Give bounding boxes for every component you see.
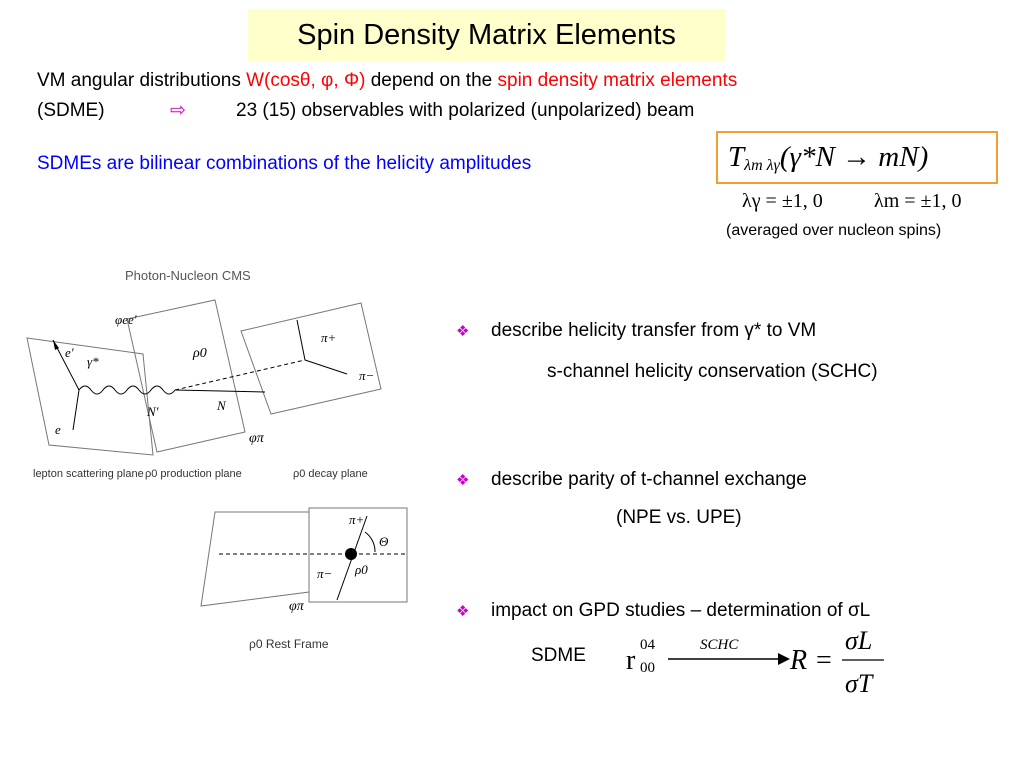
- rho-vertex: [345, 548, 357, 560]
- r-ratio-symbol: R: [789, 645, 807, 676]
- lambda-gamma-values: λγ = ±1, 0: [742, 190, 823, 212]
- schc-label: SCHC: [700, 637, 739, 653]
- r-superscript: 04: [640, 637, 656, 653]
- r04-formula: r 04 00 SCHC R = σL σT: [626, 626, 884, 698]
- bullet-2-sub: (NPE vs. UPE): [616, 507, 742, 528]
- bullet-icon: ❖: [456, 472, 470, 489]
- equals-sign: =: [816, 645, 832, 676]
- rest-frame-label: ρ0 Rest Frame: [249, 637, 329, 651]
- rest-rho-label: ρ0: [354, 562, 368, 577]
- rest-phi-pi-label: φπ: [289, 599, 305, 614]
- right-arrow-icon: ⇨: [170, 100, 186, 121]
- n-label: N: [216, 398, 227, 413]
- kinematics-figure: Photon-Nucleon CMS φee' e' γ* ρ0 π+ π− N…: [26, 268, 408, 651]
- bullet-3-text: impact on GPD studies – determination of…: [491, 600, 871, 621]
- n-prime-label: N': [146, 404, 159, 419]
- intro-line-1: VM angular distributions W(cosθ, φ, Φ) d…: [37, 70, 738, 91]
- pi-plus-label: π+: [321, 330, 336, 345]
- sigma-l: σL: [845, 626, 872, 655]
- nucleon-spin-note: (averaged over nucleon spins): [726, 222, 942, 239]
- sigma-t: σT: [845, 669, 874, 698]
- phi-ee-label: φee': [115, 312, 137, 327]
- bullet-icon: ❖: [456, 323, 470, 340]
- virtual-photon-line: [78, 385, 176, 395]
- rho-direction-line: [174, 359, 306, 391]
- bullet-icon: ❖: [456, 603, 470, 620]
- lepton-plane-label: lepton scattering plane: [33, 468, 144, 480]
- arrow-head-icon: [53, 340, 59, 350]
- pi-minus-track: [304, 359, 348, 375]
- rho-label: ρ0: [192, 346, 207, 361]
- page-title: Spin Density Matrix Elements: [248, 9, 725, 61]
- rest-pi-minus-label: π−: [317, 566, 332, 581]
- pi-minus-label: π−: [359, 368, 374, 383]
- bullet-2-text: describe parity of t-channel exchange: [491, 469, 807, 490]
- pi-plus-track: [296, 319, 306, 361]
- e-label: e: [55, 422, 61, 437]
- bullet-1-text: describe helicity transfer from γ* to VM: [491, 320, 817, 341]
- helicity-amplitudes-text: SDMEs are bilinear combinations of the h…: [37, 153, 532, 174]
- r-symbol: r: [626, 645, 636, 676]
- rest-frame-plane-right: [308, 507, 408, 603]
- bullet-1-sub: s-channel helicity conservation (SCHC): [547, 361, 878, 382]
- decay-plane-label: ρ0 decay plane: [293, 468, 368, 480]
- theta-arc: [364, 531, 376, 553]
- intro-line-2: (SDME): [37, 100, 105, 121]
- lepton-scattering-plane: [26, 337, 154, 456]
- production-plane: [126, 299, 246, 453]
- e-prime-label: e': [65, 345, 74, 360]
- phi-pi-label: φπ: [249, 431, 265, 446]
- incoming-electron-line: [72, 389, 80, 431]
- bullet-3-sub: SDME: [531, 645, 586, 666]
- cms-title: Photon-Nucleon CMS: [125, 268, 251, 283]
- theta-label: Θ: [379, 534, 389, 549]
- decay-plane: [240, 302, 382, 415]
- intro-line-2-text: 23 (15) observables with polarized (unpo…: [236, 100, 695, 121]
- gamma-star-label: γ*: [87, 354, 99, 369]
- arrow-head: [778, 653, 790, 665]
- lambda-m-values: λm = ±1, 0: [874, 190, 962, 212]
- rest-pi-plus-label: π+: [349, 512, 364, 527]
- r-subscript: 00: [640, 660, 655, 676]
- nucleon-line: [174, 389, 266, 393]
- production-plane-label: ρ0 production plane: [145, 468, 242, 480]
- rest-frame-plane-left: [200, 511, 310, 607]
